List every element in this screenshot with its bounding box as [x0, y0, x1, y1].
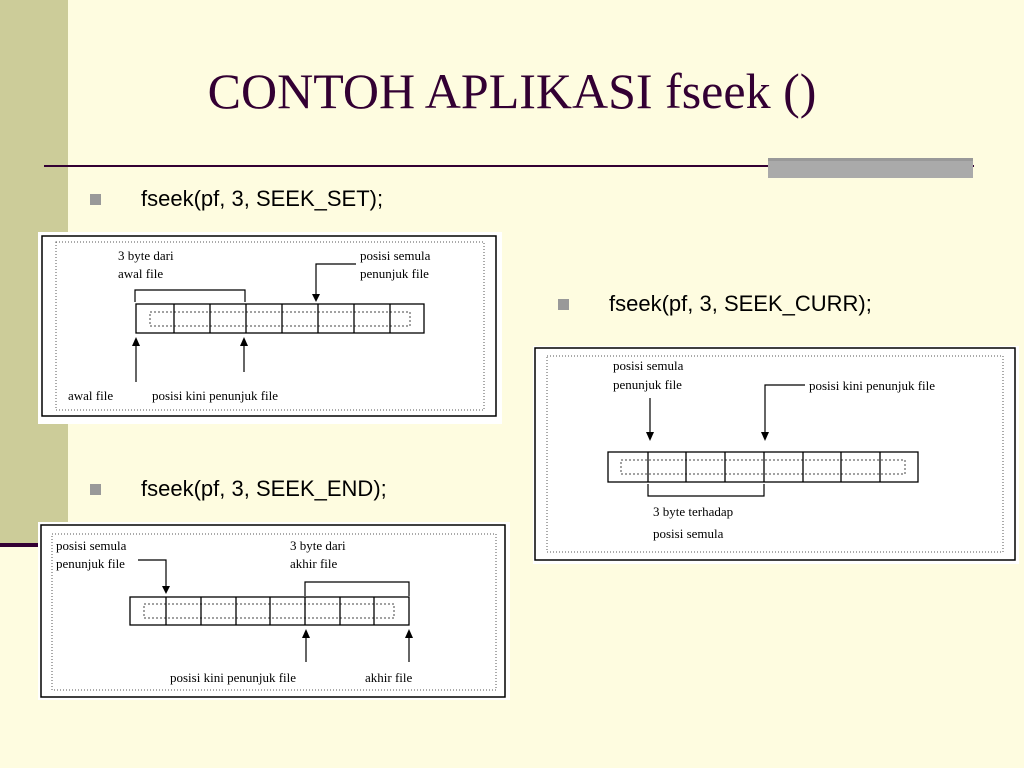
title-underline	[44, 165, 974, 167]
label-bytes-line2: awal file	[118, 266, 163, 281]
initial-arrow	[315, 263, 356, 297]
label-bytes-line2: posisi semula	[653, 526, 724, 541]
initial-arrow	[138, 559, 167, 588]
label-initial-line2: penunjuk file	[56, 556, 125, 571]
diagram-seek-set: 3 byte dari awal file posisi semula penu…	[38, 232, 502, 424]
label-initial-line2: penunjuk file	[613, 377, 682, 392]
label-current: posisi kini penunjuk file	[152, 388, 278, 403]
diagram-seek-end: posisi semula penunjuk file 3 byte dari …	[38, 522, 510, 700]
label-bytes-line1: 3 byte dari	[290, 538, 346, 553]
bytes-bracket	[134, 289, 246, 302]
bullet-square-icon	[558, 298, 569, 310]
bullet-square-icon	[90, 193, 101, 205]
current-arrow	[764, 384, 805, 432]
bullet-text: fseek(pf, 3, SEEK_SET);	[141, 186, 384, 211]
label-end: akhir file	[365, 670, 413, 685]
file-buffer	[607, 451, 919, 483]
bullet-seek-end: fseek(pf, 3, SEEK_END);	[90, 476, 387, 502]
label-initial-line1: posisi semula	[613, 358, 684, 373]
label-initial-line1: posisi semula	[360, 248, 431, 263]
title-accent-bar	[768, 158, 973, 178]
bullet-seek-curr: fseek(pf, 3, SEEK_CURR);	[558, 291, 872, 317]
label-bytes-line1: 3 byte dari	[118, 248, 174, 263]
left-decor-rule	[0, 543, 68, 547]
label-initial-line1: posisi semula	[56, 538, 127, 553]
label-initial-line2: penunjuk file	[360, 266, 429, 281]
bullet-seek-set: fseek(pf, 3, SEEK_SET);	[90, 186, 383, 212]
bullet-square-icon	[90, 483, 101, 495]
diagram-seek-curr: posisi semula penunjuk file posisi kini …	[533, 346, 1019, 564]
file-buffer	[135, 303, 425, 334]
label-current: posisi kini penunjuk file	[170, 670, 296, 685]
label-start: awal file	[68, 388, 113, 403]
bullet-text: fseek(pf, 3, SEEK_END);	[141, 476, 387, 501]
bytes-bracket	[647, 484, 765, 497]
label-current: posisi kini penunjuk file	[809, 378, 935, 393]
slide-title: CONTOH APLIKASI fseek ()	[207, 63, 817, 119]
bytes-bracket	[304, 581, 410, 596]
bullet-text: fseek(pf, 3, SEEK_CURR);	[609, 291, 872, 316]
label-bytes-line2: akhir file	[290, 556, 338, 571]
label-bytes-line1: 3 byte terhadap	[653, 504, 733, 519]
